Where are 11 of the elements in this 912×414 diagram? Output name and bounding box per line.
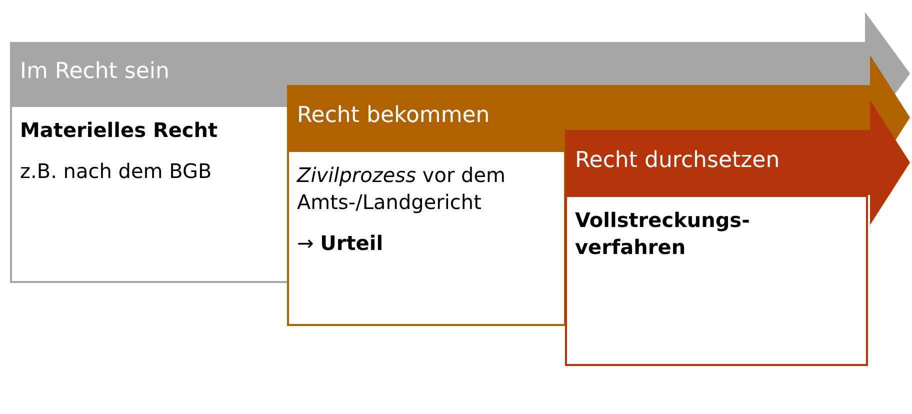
box-heading: Zivilprozess vor dem Amts-/Landgericht [297,162,507,216]
box-heading: Vollstreckungs- verfahren [575,207,751,261]
banner-label: Im Recht sein [20,58,170,84]
content-box [565,195,868,366]
box-heading: Materielles Recht [20,117,219,144]
box-text: z.B. nach dem BGB [20,158,213,185]
content-box [287,150,566,326]
banner-label: Recht durchsetzen [575,148,780,172]
banner-label: Recht bekommen [297,102,490,128]
box-text: → Urteil [297,230,384,257]
content-box [10,105,290,283]
